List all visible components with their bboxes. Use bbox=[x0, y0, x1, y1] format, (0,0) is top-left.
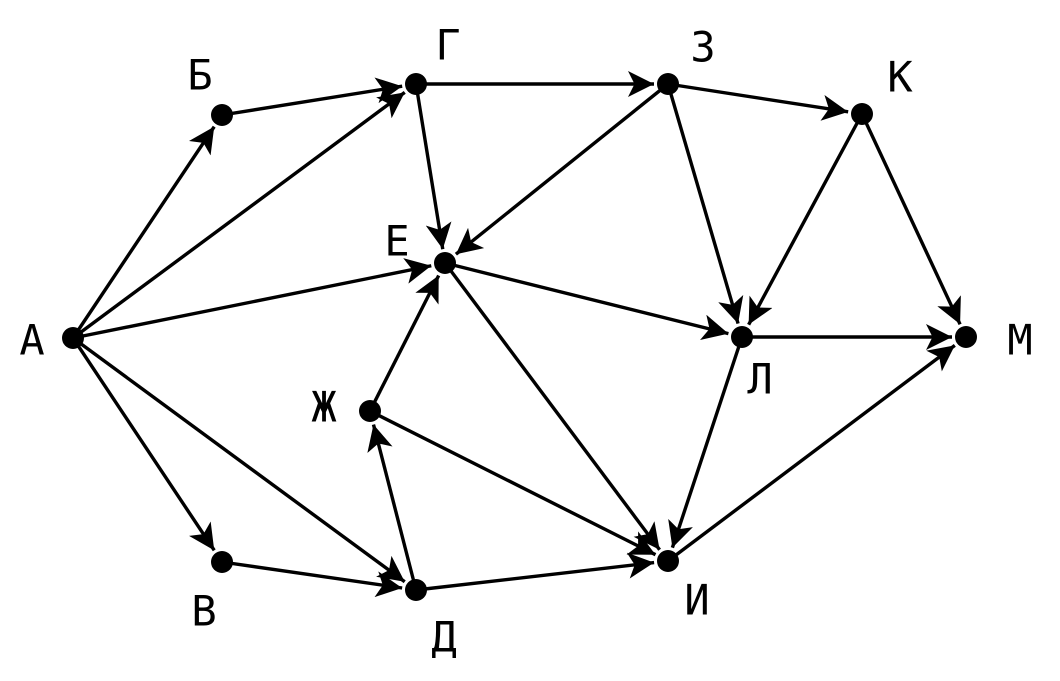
edge-B-to-G bbox=[221, 77, 403, 117]
node-label-M: М bbox=[1007, 316, 1032, 365]
edge-A-to-B bbox=[71, 125, 216, 339]
node-label-K: К bbox=[887, 53, 913, 102]
edge-Zh-to-I bbox=[369, 409, 657, 557]
labels-layer: А Б В Г Д Е Ж З И К Л М bbox=[19, 21, 1032, 662]
node-label-B: Б bbox=[187, 51, 212, 100]
node-Z bbox=[657, 73, 679, 95]
edge-K-to-M bbox=[860, 113, 962, 326]
node-label-V: В bbox=[191, 587, 216, 636]
edge-D-to-Zh bbox=[367, 424, 418, 591]
edge-G-to-E bbox=[414, 83, 452, 250]
edge-Z-to-E bbox=[454, 82, 670, 256]
node-B bbox=[211, 104, 233, 126]
edge-D-to-I bbox=[415, 552, 655, 592]
node-label-G: Г bbox=[435, 21, 460, 70]
node-label-L: Л bbox=[747, 355, 772, 404]
node-label-I: И bbox=[684, 576, 709, 625]
node-L bbox=[731, 326, 753, 348]
node-label-Zh: Ж bbox=[311, 383, 336, 432]
node-label-D: Д bbox=[431, 613, 456, 662]
node-G bbox=[405, 73, 427, 95]
edge-I-to-M bbox=[666, 344, 956, 563]
node-K bbox=[851, 103, 873, 125]
node-E bbox=[434, 252, 456, 274]
node-label-A: А bbox=[19, 316, 44, 365]
node-label-E: Е bbox=[384, 217, 409, 266]
node-Zh bbox=[359, 400, 381, 422]
edge-E-to-L bbox=[444, 261, 729, 340]
edges-layer bbox=[71, 71, 962, 598]
edge-A-to-V bbox=[71, 337, 216, 552]
edge-V-to-D bbox=[221, 560, 403, 598]
node-M bbox=[955, 326, 977, 348]
edge-A-to-D bbox=[71, 336, 406, 584]
edge-Z-to-K bbox=[667, 82, 849, 121]
edge-K-to-L bbox=[747, 113, 864, 326]
edge-A-to-E bbox=[72, 258, 432, 340]
node-D bbox=[405, 579, 427, 601]
nodes-layer bbox=[62, 73, 977, 601]
edge-Z-to-L bbox=[666, 83, 744, 325]
node-V bbox=[211, 551, 233, 573]
node-A bbox=[62, 327, 84, 349]
edge-E-to-I bbox=[443, 261, 661, 551]
node-I bbox=[657, 550, 679, 572]
node-label-Z: З bbox=[690, 23, 715, 72]
edge-L-to-I bbox=[668, 336, 744, 549]
edge-Zh-to-E bbox=[368, 274, 441, 412]
edge-A-to-G bbox=[71, 90, 406, 340]
